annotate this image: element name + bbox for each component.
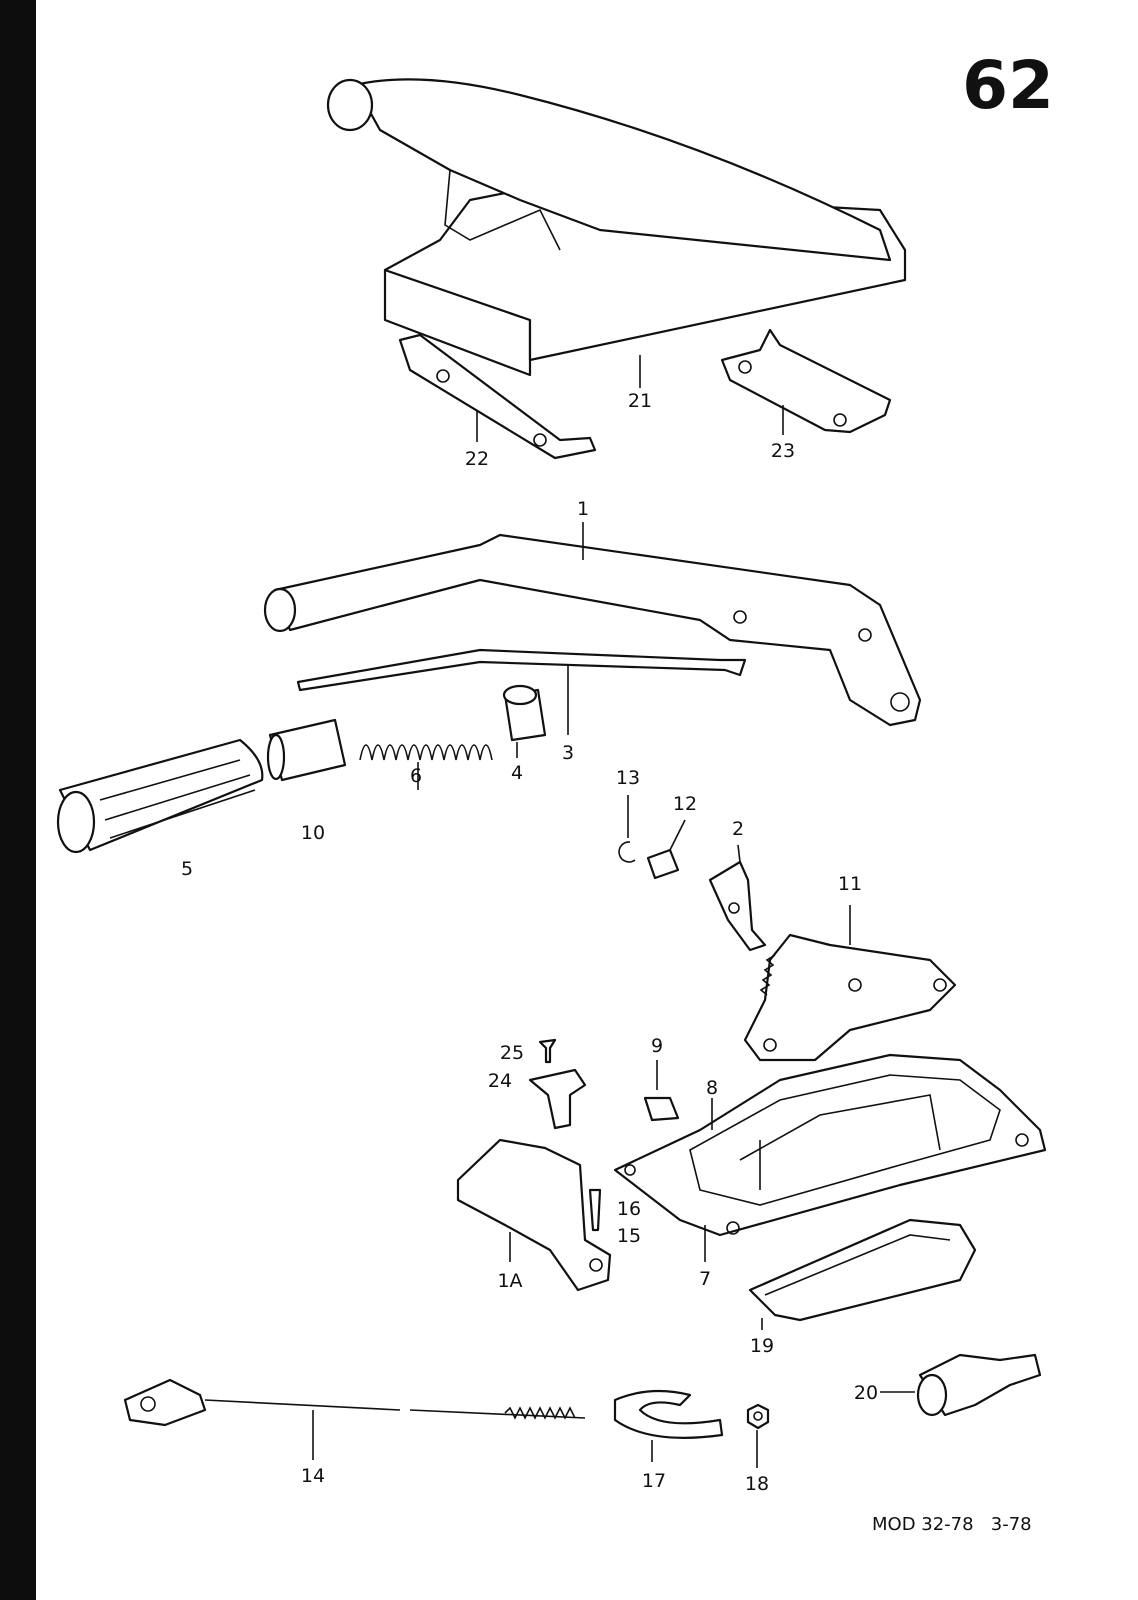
part-20-grommet <box>880 1353 1042 1417</box>
label-1: 1 <box>577 498 589 520</box>
label-3: 3 <box>562 742 574 764</box>
label-15: 15 <box>617 1225 641 1247</box>
part-1A-bracket <box>456 1138 612 1292</box>
part-4-bush <box>502 684 547 758</box>
label-21: 21 <box>628 390 652 412</box>
label-19: 19 <box>750 1335 774 1357</box>
part-22-bracket <box>398 333 597 460</box>
part-19-cover <box>748 1218 977 1330</box>
part-11-ratchet-segment <box>743 905 957 1062</box>
part-8-housing <box>613 1053 1047 1262</box>
part-14-cable <box>123 1378 586 1460</box>
label-25: 25 <box>500 1042 524 1064</box>
part-2-pawl <box>708 844 767 952</box>
part-1-handbrake-lever <box>263 522 922 727</box>
label-13: 13 <box>616 767 640 789</box>
part-21-boot-cover <box>326 78 907 388</box>
footer-code: MOD 32-78 3-78 <box>872 1514 1032 1535</box>
part-18-nut <box>746 1403 770 1468</box>
label-16: 16 <box>617 1198 641 1220</box>
part-9-pin <box>643 1060 680 1122</box>
label-4: 4 <box>511 762 523 784</box>
label-5: 5 <box>181 858 193 880</box>
label-24: 24 <box>488 1070 512 1092</box>
label-9: 9 <box>651 1035 663 1057</box>
label-20: 20 <box>854 1382 878 1404</box>
part-16-bolt <box>588 1188 602 1232</box>
label-12: 12 <box>673 793 697 815</box>
label-6: 6 <box>410 765 422 787</box>
part-6-spring <box>359 744 493 790</box>
page-edge-bar <box>0 0 36 1600</box>
part-17-clip <box>613 1389 724 1462</box>
label-14: 14 <box>301 1465 325 1487</box>
label-23: 23 <box>771 440 795 462</box>
part-3-push-rod <box>296 648 747 735</box>
part-10-sleeve <box>266 718 347 782</box>
label-1A: 1A <box>497 1270 522 1292</box>
part-24-switch <box>528 1068 587 1130</box>
label-8: 8 <box>706 1077 718 1099</box>
part-13-circlip <box>618 795 636 863</box>
label-22: 22 <box>465 448 489 470</box>
part-12-pin <box>646 819 686 880</box>
label-18: 18 <box>745 1473 769 1495</box>
label-11: 11 <box>838 873 862 895</box>
label-17: 17 <box>642 1470 666 1492</box>
part-23-bracket <box>720 328 892 435</box>
label-7: 7 <box>699 1268 711 1290</box>
part-5-grip <box>56 738 264 854</box>
page-number: 62 <box>962 47 1054 124</box>
label-2: 2 <box>732 818 744 840</box>
part-25-screw <box>538 1038 557 1064</box>
label-10: 10 <box>301 822 325 844</box>
